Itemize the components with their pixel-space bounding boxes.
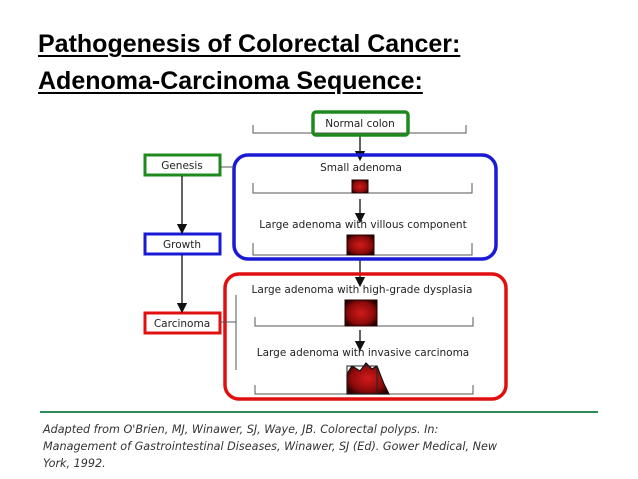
stage-normal-colon: Normal colon	[325, 118, 395, 130]
phase-genesis-box	[143, 153, 222, 177]
invasive-carcinoma-lesion	[346, 362, 390, 395]
source-caption: Adapted from O'Brien, MJ, Winawer, SJ, W…	[43, 421, 613, 472]
phase-carcinoma-label: Carcinoma	[154, 318, 210, 330]
growth-stage-box	[232, 153, 498, 261]
stage-invasive: Large adenoma with invasive carcinoma	[257, 347, 469, 359]
caption-line-3: York, 1992.	[43, 457, 106, 470]
title-line-2: Adenoma-Carcinoma Sequence:	[38, 67, 423, 95]
invasive-outline	[346, 365, 378, 395]
phase-genesis-label: Genesis	[161, 160, 203, 172]
phase-column: Genesis Growth Carcinoma	[143, 153, 237, 370]
stage-villous: Large adenoma with villous component	[259, 219, 466, 231]
title-line-1: Pathogenesis of Colorectal Cancer:	[38, 30, 461, 58]
phase-growth-label: Growth	[163, 239, 201, 251]
stage-dysplasia: Large adenoma with high-grade dysplasia	[252, 284, 473, 296]
dysplasia-lesion	[344, 299, 378, 327]
slide-title: Pathogenesis of Colorectal Cancer: Adeno…	[38, 26, 460, 100]
caption-line-1: Adapted from O'Brien, MJ, Winawer, SJ, W…	[43, 423, 439, 436]
normal-colon-box	[311, 110, 410, 137]
stage-small-adenoma: Small adenoma	[320, 162, 402, 174]
small-adenoma-lesion	[351, 179, 369, 194]
villous-adenoma-lesion	[346, 234, 375, 256]
carcinoma-stage-box	[223, 272, 508, 401]
caption-line-2: Management of Gastrointestinal Diseases,…	[43, 440, 497, 453]
